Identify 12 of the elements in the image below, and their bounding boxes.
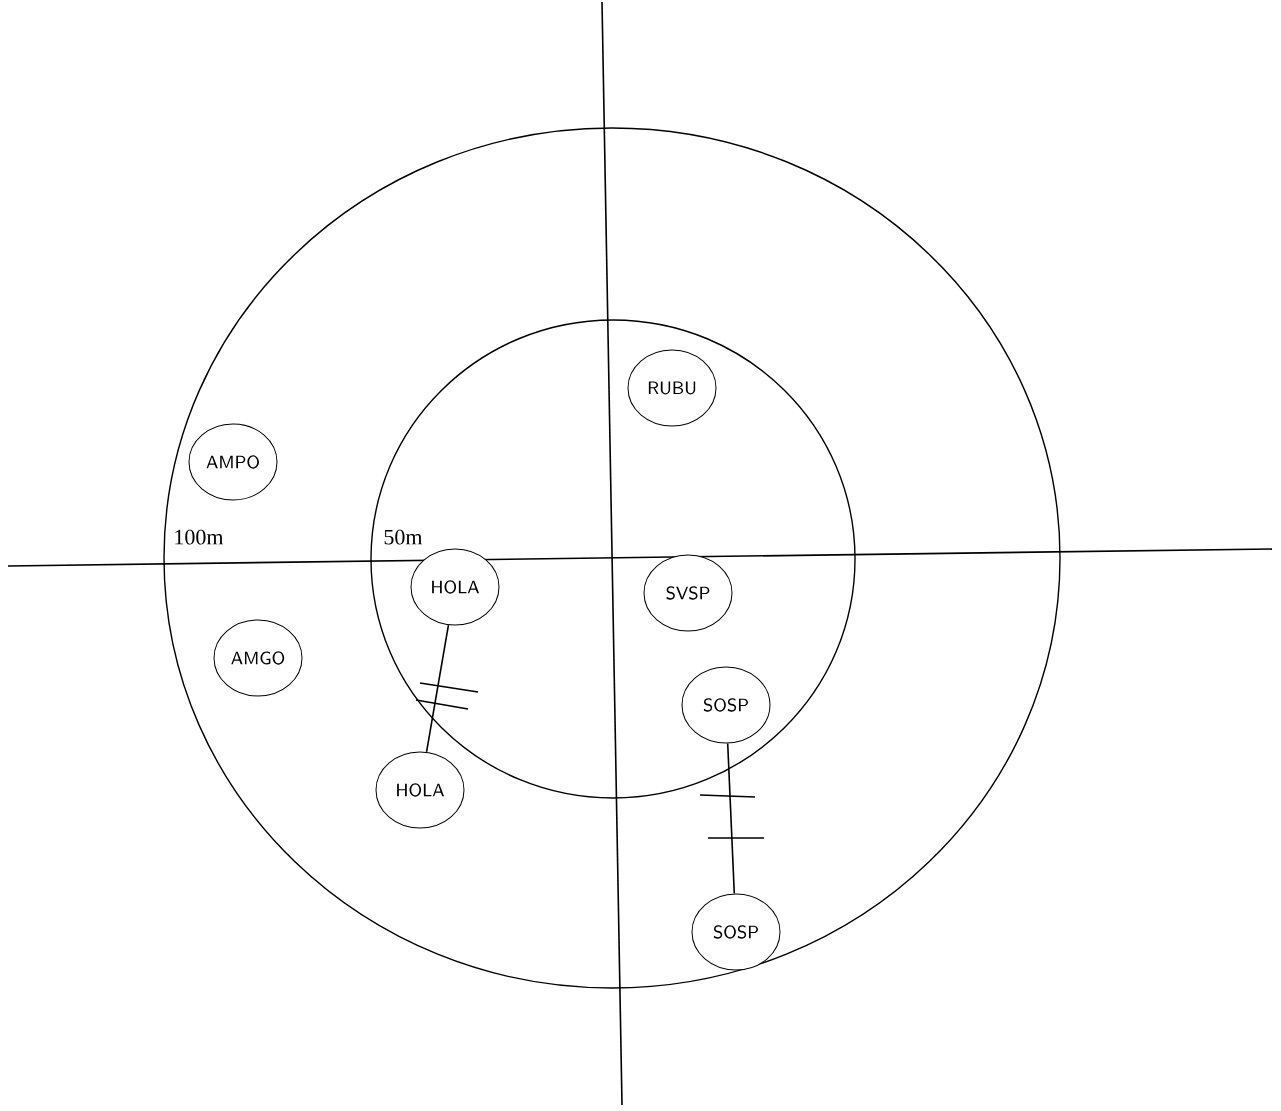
circled-label: AMPO	[188, 423, 278, 501]
circled-label: SOSP	[691, 893, 781, 971]
circled-label: SVSP	[643, 554, 733, 632]
link-line	[726, 742, 736, 895]
circled-label: AMGO	[213, 619, 303, 697]
link-line	[425, 624, 450, 753]
circled-label: HOLA	[375, 751, 465, 829]
distance-label: 100m	[175, 529, 224, 545]
circled-label: HOLA	[410, 548, 500, 626]
circled-label: SOSP	[681, 666, 771, 744]
circled-label: RUBU	[627, 349, 717, 427]
distance-label: 50m	[384, 529, 423, 545]
